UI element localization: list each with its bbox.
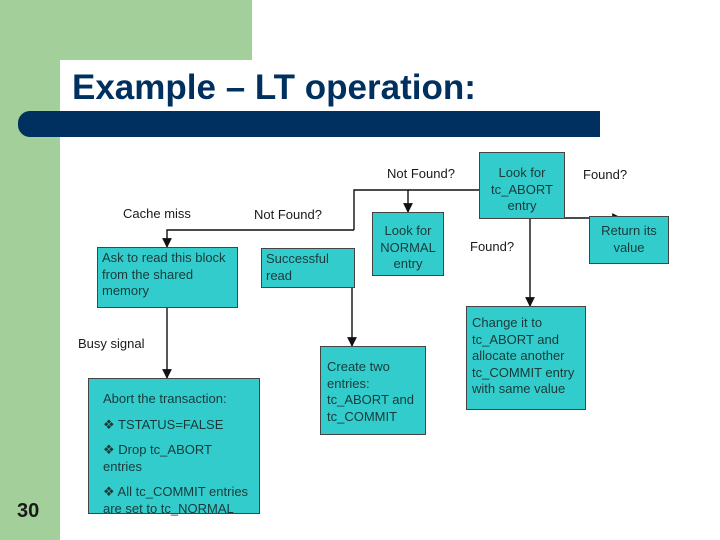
title-underline-bar: [18, 111, 600, 137]
create-entries-box: Create two entries: tc_ABORT and tc_COMM…: [320, 346, 426, 435]
found-label-right: Found?: [583, 167, 628, 182]
not-found-label-left: Not Found?: [254, 207, 322, 222]
return-value-box: Return its value: [589, 216, 669, 264]
cache-miss-label: Cache miss: [123, 206, 191, 221]
look-normal-box: Look for NORMAL entry: [372, 212, 444, 276]
found-label-middle: Found?: [470, 239, 515, 254]
ask-read-box: Ask to read this block from the shared m…: [97, 247, 238, 308]
slide-title: Example – LT operation:: [72, 68, 476, 107]
arrow-to-normal: [353, 189, 413, 230]
not-found-label-top: Not Found?: [387, 166, 455, 181]
green-sidebar-decoration: [0, 60, 60, 540]
slide-number: 30: [17, 500, 40, 522]
green-header-decoration: [0, 0, 252, 60]
abort-item-tstatus: ❖ TSTATUS=FALSE: [103, 416, 224, 432]
arrow-cache-miss: [162, 229, 354, 248]
abort-item-drop-abort: ❖ Drop tc_ABORT entries: [103, 442, 212, 474]
abort-transaction-box: Abort the transaction: ❖ TSTATUS=FALSE ❖…: [88, 378, 260, 516]
abort-item-commit-normal: ❖ All tc_COMMIT entries are set to tc_NO…: [103, 484, 249, 516]
abort-transaction-title: Abort the transaction:: [103, 391, 227, 406]
change-to-abort-box: Change it to tc_ABORT and allocate anoth…: [466, 306, 586, 410]
look-abort-box: Look for tc_ABORT entry: [479, 152, 565, 219]
successful-read-box: Successful read: [261, 248, 355, 288]
busy-signal-label: Busy signal: [78, 336, 145, 351]
